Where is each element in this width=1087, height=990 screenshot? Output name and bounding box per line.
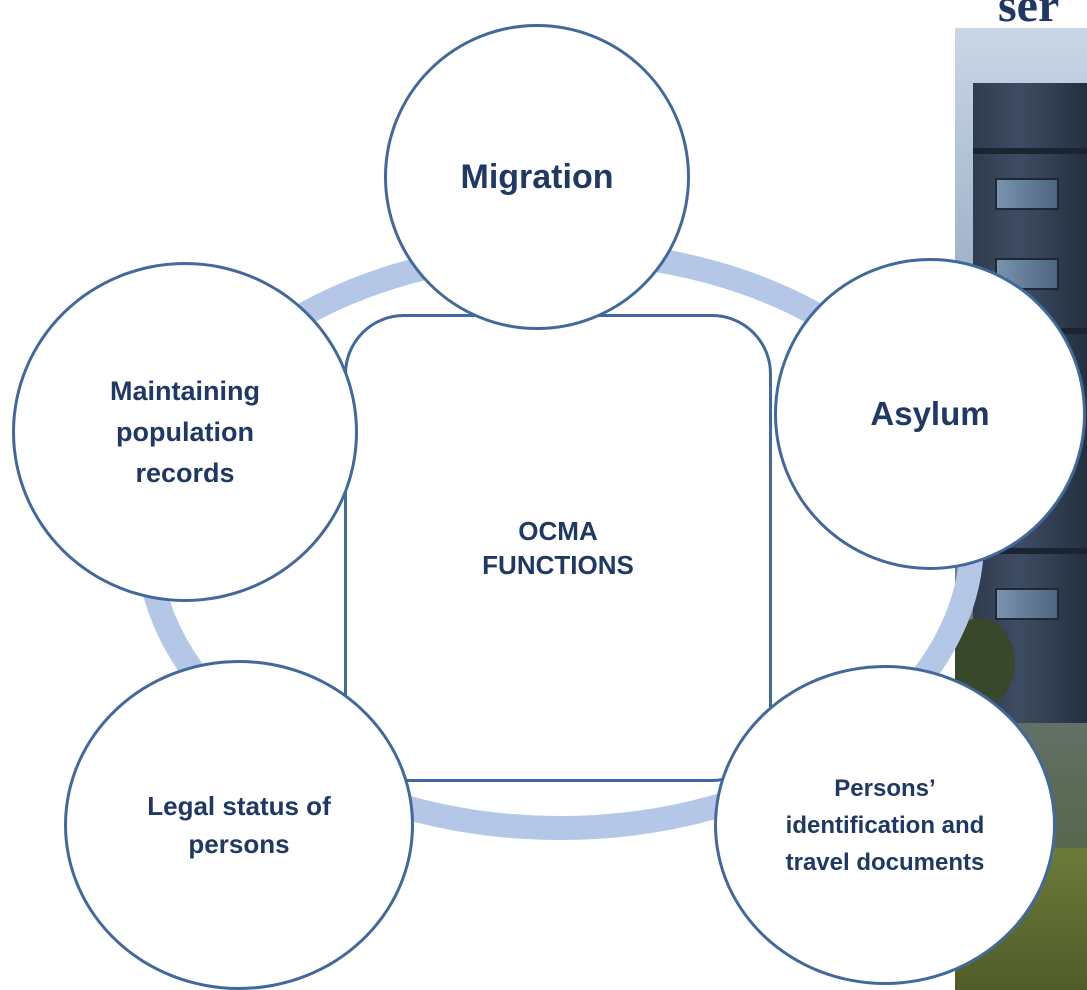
node-population-records-label: Maintaining population records	[110, 375, 260, 488]
node-population-records: Maintaining population records	[12, 262, 358, 602]
node-asylum-label: Asylum	[870, 395, 990, 432]
slide-title-fragment: ser	[998, 0, 1060, 32]
node-legal-status: Legal status of persons	[64, 660, 414, 990]
photo-stripe	[973, 548, 1087, 554]
node-identification-documents-label: Persons’ identification and travel docum…	[785, 774, 985, 876]
photo-window	[995, 178, 1059, 210]
node-migration: Migration	[384, 24, 690, 330]
photo-stripe	[973, 148, 1087, 154]
photo-window	[995, 588, 1059, 620]
node-legal-status-label: Legal status of persons	[147, 791, 331, 859]
center-box: OCMA FUNCTIONS	[344, 314, 772, 782]
node-identification-documents: Persons’ identification and travel docum…	[714, 665, 1056, 985]
center-label: OCMA FUNCTIONS	[482, 516, 634, 580]
node-migration-label: Migration	[460, 157, 614, 196]
node-asylum: Asylum	[774, 258, 1086, 570]
